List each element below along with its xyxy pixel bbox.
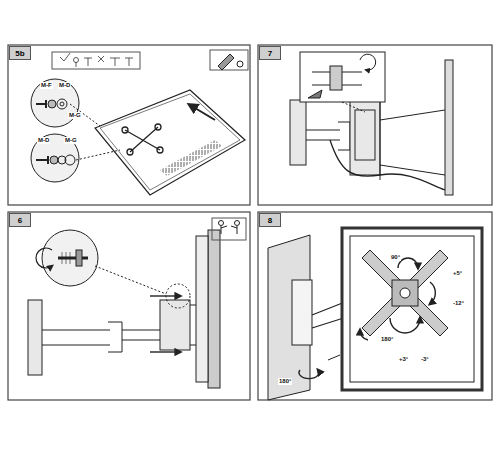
step-number: 5b <box>12 48 27 59</box>
angle-label: 90° <box>390 254 401 261</box>
part-label: M-D <box>58 82 71 89</box>
step-number-box: 5b <box>9 46 31 60</box>
step-number: 8 <box>265 215 275 226</box>
part-label: M-F <box>40 82 53 89</box>
part-label: M-G <box>68 112 82 119</box>
angle-label: 180° <box>380 336 394 343</box>
angle-label: +3° <box>398 356 409 363</box>
part-label: M-D <box>37 137 50 144</box>
part-label: M-G <box>64 137 78 144</box>
step-number: 7 <box>265 48 275 59</box>
angle-label: +5° <box>452 270 463 277</box>
step-number-box: 7 <box>259 46 281 60</box>
angle-label: 180° <box>278 378 292 385</box>
step-number-box: 8 <box>259 213 281 227</box>
step-number-box: 6 <box>9 213 31 227</box>
angle-label: -3° <box>420 356 430 363</box>
angle-label: -12° <box>452 300 465 307</box>
step-number: 6 <box>15 215 25 226</box>
